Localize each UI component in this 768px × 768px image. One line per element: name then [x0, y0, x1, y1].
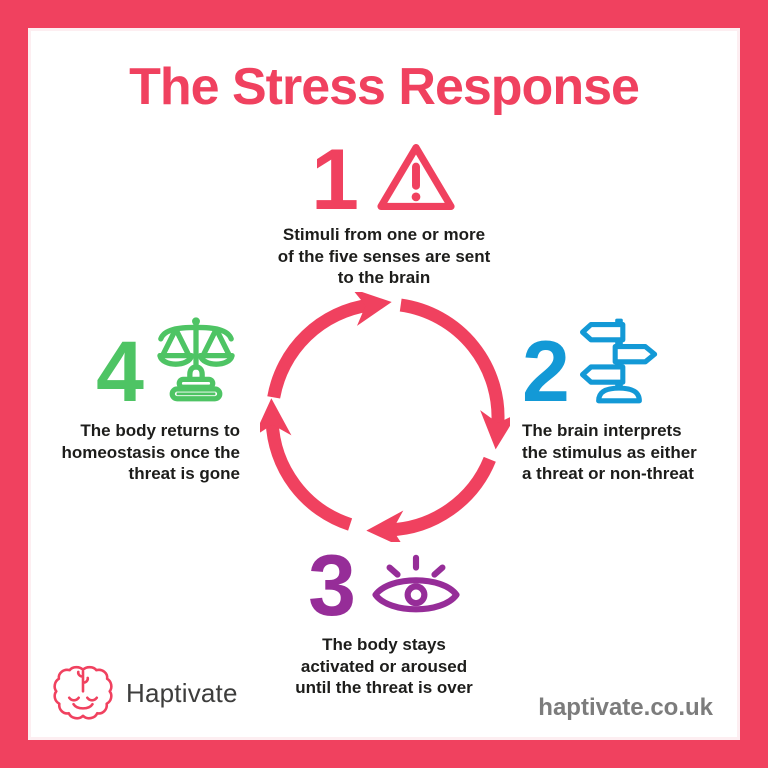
step-3-header: 3 [234, 538, 534, 634]
scales-icon [157, 317, 235, 402]
page-title: The Stress Response [129, 58, 640, 116]
eye-icon [372, 554, 460, 613]
step-3-number: 3 [308, 538, 356, 634]
step-1-header: 1 [234, 132, 534, 228]
brand-logo: Haptivate [52, 664, 238, 722]
brand-name: Haptivate [126, 677, 238, 708]
cycle-arrows-icon [260, 292, 510, 542]
step-2-text: The brain interprets the stimulus as eit… [522, 421, 697, 483]
step-4-header: 4 [30, 317, 240, 420]
step-1: 1 Stimuli from one or more of the five s… [234, 132, 534, 289]
step-2: 2 The brain interprets the stimulus as e… [522, 318, 732, 485]
step-3: 3 The body stays activated or aroused un… [234, 538, 534, 699]
warning-triangle-icon [377, 143, 455, 211]
brain-icon [53, 665, 113, 720]
step-4-number: 4 [96, 324, 144, 420]
step-2-header: 2 [522, 318, 732, 420]
step-4-text: The body returns to homeostasis once the… [61, 421, 240, 483]
step-3-text: The body stays activated or aroused unti… [295, 635, 473, 697]
step-2-number: 2 [522, 324, 570, 420]
website-url: haptivate.co.uk [538, 694, 713, 721]
step-4: 4 The body returns to homeost [30, 317, 240, 485]
step-1-text: Stimuli from one or more of the five sen… [277, 225, 491, 287]
step-1-number: 1 [311, 132, 359, 228]
signpost-icon [579, 318, 657, 404]
